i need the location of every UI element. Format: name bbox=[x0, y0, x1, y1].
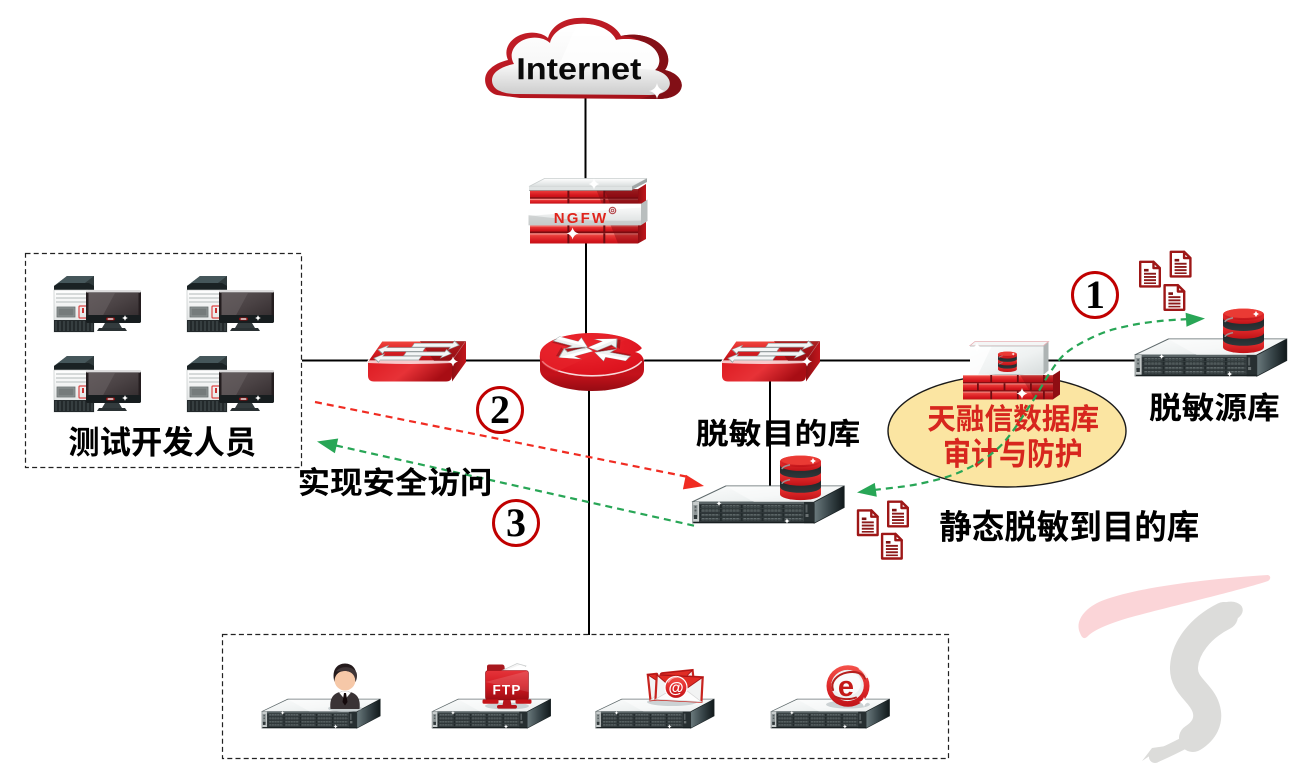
svg-text:1: 1 bbox=[1085, 272, 1105, 317]
svg-text:NGFW: NGFW bbox=[554, 210, 609, 227]
svg-text:@: @ bbox=[668, 680, 683, 697]
svg-text:3: 3 bbox=[506, 500, 526, 545]
svg-text:2: 2 bbox=[490, 387, 510, 432]
svg-text:e: e bbox=[838, 671, 854, 703]
svg-text:FTP: FTP bbox=[492, 683, 521, 698]
